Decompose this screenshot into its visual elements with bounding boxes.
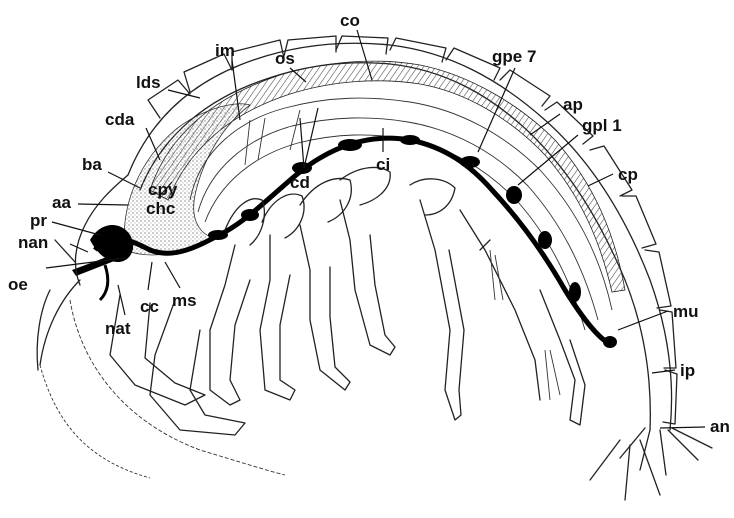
label-ap: ap [563,95,583,114]
label-mu: mu [673,302,699,321]
label-ms: ms [172,291,197,310]
label-cd: cd [290,173,310,192]
label-ci: ci [376,155,390,174]
label-an: an [710,417,730,436]
label-gpe7: gpe 7 [492,47,536,66]
label-ip: ip [680,361,695,380]
label-aa: aa [52,193,71,212]
label-pr: pr [30,211,47,230]
label-im: im [215,41,235,60]
label-gpl1: gpl 1 [582,116,622,135]
label-nat: nat [105,319,131,338]
label-cda: cda [105,110,135,129]
label-lds: lds [136,73,161,92]
label-cp: cp [618,165,638,184]
label-cc: cc [140,297,159,316]
label-co: co [340,11,360,30]
label-ba: ba [82,155,102,174]
label-nan: nan [18,233,48,252]
internal-organs [124,61,625,330]
label-os: os [275,49,295,68]
label-oe: oe [8,275,28,294]
label-chc: chc [146,199,175,218]
label-cpy: cpy [148,180,178,199]
